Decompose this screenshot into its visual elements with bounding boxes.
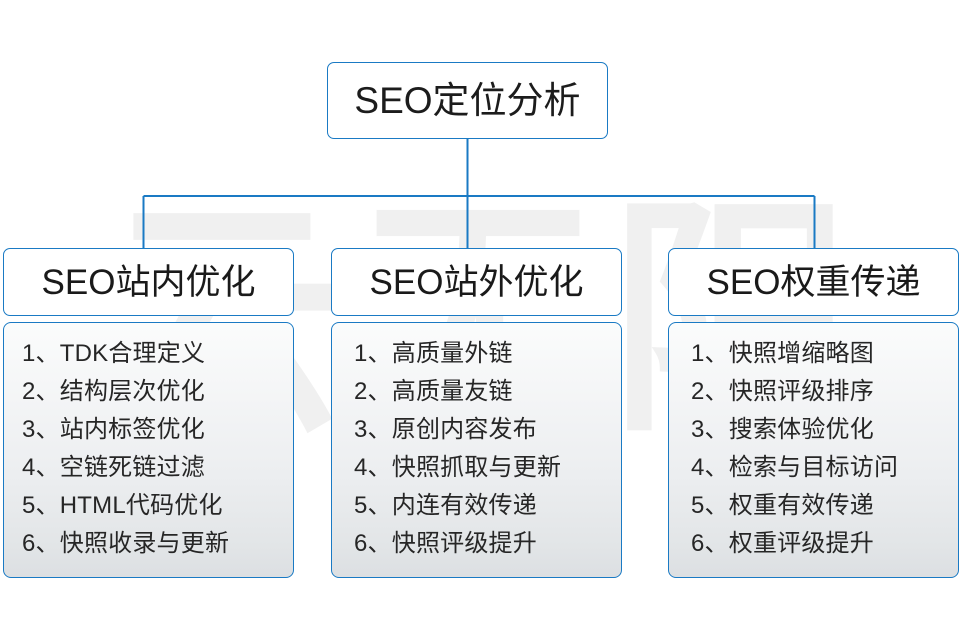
list-item: 5、HTML代码优化: [22, 492, 223, 519]
list-item: 2、结构层次优化: [22, 378, 205, 405]
column-body-2: 1、快照增缩略图 2、快照评级排序 3、搜索体验优化 4、检索与目标访问 5、权…: [668, 322, 959, 578]
root-node[interactable]: SEO定位分析: [327, 62, 608, 139]
list-item: 4、检索与目标访问: [691, 454, 899, 481]
list-item: 3、站内标签优化: [22, 416, 205, 443]
column-header-label-2: SEO权重传递: [706, 262, 921, 302]
column-header-label-0: SEO站内优化: [41, 262, 256, 302]
list-item: 6、快照收录与更新: [22, 530, 230, 557]
list-item: 3、原创内容发布: [354, 416, 537, 443]
columns-container: SEO站内优化 1、TDK合理定义 2、结构层次优化 3、站内标签优化 4、空链…: [0, 248, 960, 582]
list-item: 1、快照增缩略图: [691, 340, 874, 367]
column-seo-offsite: SEO站外优化 1、高质量外链 2、高质量友链 3、原创内容发布 4、快照抓取与…: [331, 248, 622, 578]
list-item: 1、高质量外链: [354, 340, 513, 367]
column-header-0[interactable]: SEO站内优化: [3, 248, 294, 316]
root-node-title: SEO定位分析: [354, 80, 581, 121]
list-item: 5、权重有效传递: [691, 492, 874, 519]
column-body-1: 1、高质量外链 2、高质量友链 3、原创内容发布 4、快照抓取与更新 5、内连有…: [331, 322, 622, 578]
list-item: 5、内连有效传递: [354, 492, 537, 519]
column-seo-weight-transfer: SEO权重传递 1、快照增缩略图 2、快照评级排序 3、搜索体验优化 4、检索与…: [668, 248, 959, 578]
list-item: 6、权重评级提升: [691, 530, 874, 557]
column-header-2[interactable]: SEO权重传递: [668, 248, 959, 316]
column-seo-onsite: SEO站内优化 1、TDK合理定义 2、结构层次优化 3、站内标签优化 4、空链…: [3, 248, 294, 578]
list-item: 3、搜索体验优化: [691, 416, 874, 443]
list-item: 2、高质量友链: [354, 378, 513, 405]
column-body-0: 1、TDK合理定义 2、结构层次优化 3、站内标签优化 4、空链死链过滤 5、H…: [3, 322, 294, 578]
column-header-label-1: SEO站外优化: [369, 262, 584, 302]
list-item: 2、快照评级排序: [691, 378, 874, 405]
list-item: 6、快照评级提升: [354, 530, 537, 557]
list-item: 4、快照抓取与更新: [354, 454, 562, 481]
list-item: 1、TDK合理定义: [22, 340, 206, 367]
column-header-1[interactable]: SEO站外优化: [331, 248, 622, 316]
list-item: 4、空链死链过滤: [22, 454, 205, 481]
